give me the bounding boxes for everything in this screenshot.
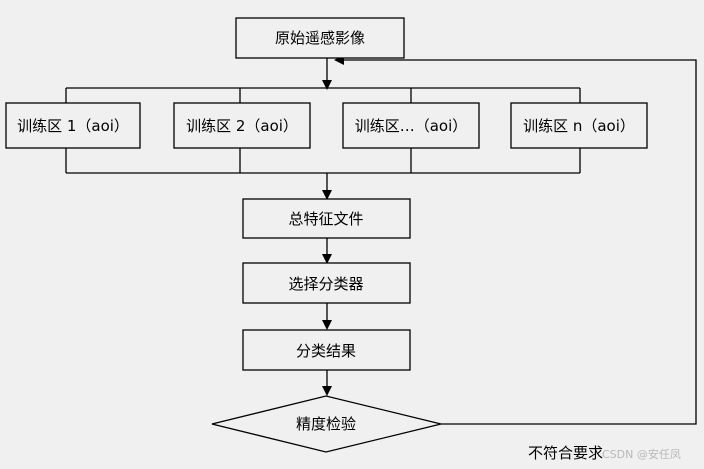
node-training-area-1: 训练区 1（aoi） [5,102,141,149]
feedback-loop [342,59,697,425]
node-select-classifier: 选择分类器 [242,262,411,304]
node-training-area-2: 训练区 2（aoi） [173,102,311,149]
node-label: 训练区 1（aoi） [17,117,129,135]
node-label: 总特征文件 [288,210,363,228]
node-feature-file: 总特征文件 [242,198,411,239]
node-label: 原始遥感影像 [275,29,365,47]
edge-label-not-meet-requirement: 不符合要求 [528,444,603,462]
node-label: 训练区 2（aoi） [186,117,298,135]
node-label: 分类结果 [296,342,356,360]
node-label: 选择分类器 [288,275,363,293]
node-training-area-dots: 训练区…（aoi） [342,102,480,149]
arrowhead-icon [322,254,332,264]
node-training-area-n: 训练区 n（aoi） [510,102,648,149]
arrowhead-icon [322,190,332,200]
node-label: 训练区…（aoi） [355,117,468,135]
node-classification-result: 分类结果 [242,329,411,371]
node-label: 训练区 n（aoi） [523,117,635,135]
arrowhead-icon [322,386,332,396]
arrowhead-icon [322,80,332,90]
node-source-image: 原始遥感影像 [235,17,405,59]
watermark: CSDN @安任凤 [602,447,681,461]
node-accuracy-check: 精度检验 [211,395,442,453]
connectors [65,55,697,425]
node-label: 精度检验 [296,415,356,433]
arrowhead-icon [322,320,332,330]
